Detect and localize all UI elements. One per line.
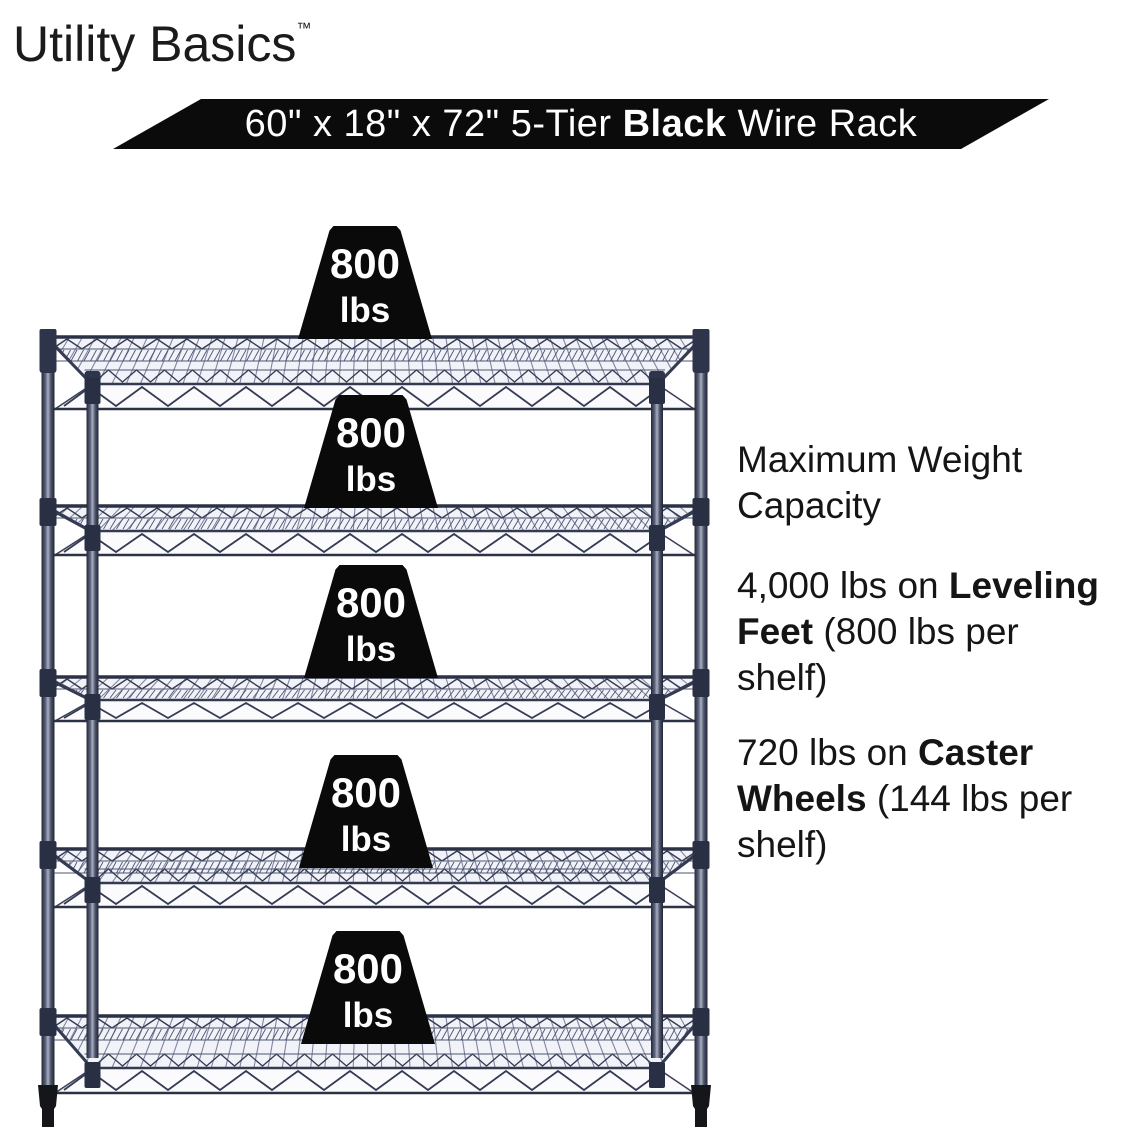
spec-bold-text: Leveling <box>948 565 1099 606</box>
heading-line: Maximum Weight <box>737 439 1023 480</box>
spec-bold-text: Feet <box>737 611 814 652</box>
weight-value: 800 <box>335 579 407 626</box>
spec-text: 4,000 lbs on <box>737 565 949 606</box>
trademark-symbol: ™ <box>296 20 312 37</box>
weight-unit: lbs <box>342 996 394 1035</box>
spec-line: 720 lbs on Caster <box>737 730 1072 776</box>
banner-rest-text: Wire Rack <box>726 103 918 145</box>
spec-bold-text: Caster <box>918 732 1034 773</box>
spec-text: shelf) <box>737 657 828 698</box>
weight-capacity-marker: 800 lbs <box>304 565 438 678</box>
spec-line: 4,000 lbs on Leveling <box>737 563 1099 609</box>
title-banner-text: 60" x 18" x 72" 5-Tier Black Wire Rack <box>245 99 918 149</box>
weight-value: 800 <box>330 769 402 816</box>
weight-unit: lbs <box>339 291 391 330</box>
title-banner: 60" x 18" x 72" 5-Tier Black Wire Rack <box>113 99 1049 149</box>
spec-line: Wheels (144 lbs per <box>737 776 1072 822</box>
caster-wheels-spec: 720 lbs on Caster Wheels (144 lbs per sh… <box>737 730 1072 868</box>
banner-size-text: 60" x 18" x 72" 5-Tier <box>244 103 623 145</box>
spec-text: 720 lbs on <box>737 732 919 773</box>
weight-value: 800 <box>335 409 407 456</box>
spec-bold-text: Wheels <box>737 778 867 819</box>
weight-capacity-marker: 800 lbs <box>298 226 432 339</box>
weight-unit: lbs <box>345 630 397 669</box>
heading-line: Capacity <box>737 485 881 526</box>
weight-unit: lbs <box>345 460 397 499</box>
weight-value: 800 <box>332 945 404 992</box>
wire-rack-illustration <box>38 329 711 1127</box>
spec-text: shelf) <box>737 824 828 865</box>
spec-line: shelf) <box>737 822 1072 868</box>
leveling-feet-spec: 4,000 lbs on Leveling Feet (800 lbs per … <box>737 563 1099 701</box>
spec-line: shelf) <box>737 655 1099 701</box>
brand-logo: Utility Basics™ <box>13 0 311 73</box>
banner-color-word: Black <box>622 103 727 145</box>
brand-name: Utility Basics <box>13 16 297 72</box>
spec-text: (800 lbs per <box>813 611 1019 652</box>
max-weight-heading: Maximum Weight Capacity <box>737 437 1022 529</box>
spec-text: (144 lbs per <box>866 778 1073 819</box>
spec-line: Feet (800 lbs per <box>737 609 1099 655</box>
weight-unit: lbs <box>340 820 392 859</box>
weight-value: 800 <box>329 240 401 287</box>
